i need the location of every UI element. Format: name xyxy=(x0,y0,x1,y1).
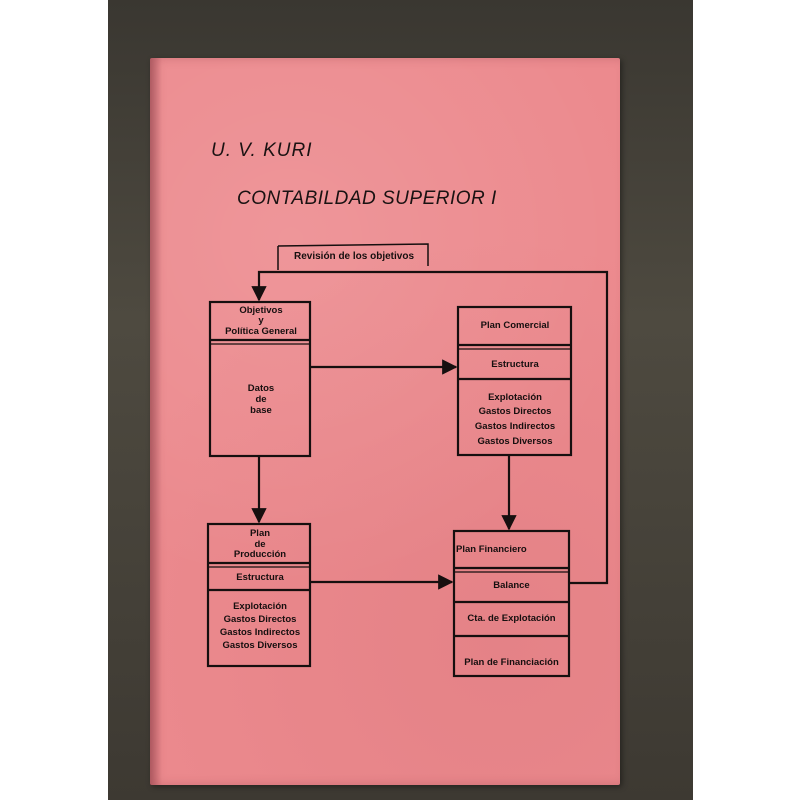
financiero-title: Plan Financiero xyxy=(456,544,536,555)
produccion-gastos-indirectos: Gastos Indirectos xyxy=(211,627,309,638)
objetivos-header-3: Política General xyxy=(213,326,309,337)
comercial-gastos-diversos: Gastos Diversos xyxy=(460,436,570,447)
loop-label: Revisión de los objetivos xyxy=(284,251,424,262)
produccion-estructura: Estructura xyxy=(211,572,309,583)
produccion-gastos-diversos: Gastos Diversos xyxy=(211,640,309,651)
financiero-cta-explotacion: Cta. de Explotación xyxy=(456,613,567,624)
produccion-title-3: Producción xyxy=(211,549,309,560)
objetivos-body-1: Datos xyxy=(213,383,309,394)
comercial-title: Plan Comercial xyxy=(460,320,570,331)
financiero-plan-financiacion: Plan de Financiación xyxy=(456,657,567,668)
comercial-estructura: Estructura xyxy=(460,359,570,370)
comercial-gastos-indirectos: Gastos Indirectos xyxy=(460,421,570,432)
produccion-gastos-directos: Gastos Directos xyxy=(211,614,309,625)
produccion-explotacion: Explotación xyxy=(211,601,309,612)
objetivos-body-3: base xyxy=(213,405,309,416)
produccion-title-1: Plan xyxy=(211,528,309,539)
objetivos-body-2: de xyxy=(213,394,309,405)
comercial-explotacion: Explotación xyxy=(460,392,570,403)
financiero-balance: Balance xyxy=(456,580,567,591)
objetivos-header-2: y xyxy=(213,315,309,326)
comercial-gastos-directos: Gastos Directos xyxy=(460,406,570,417)
